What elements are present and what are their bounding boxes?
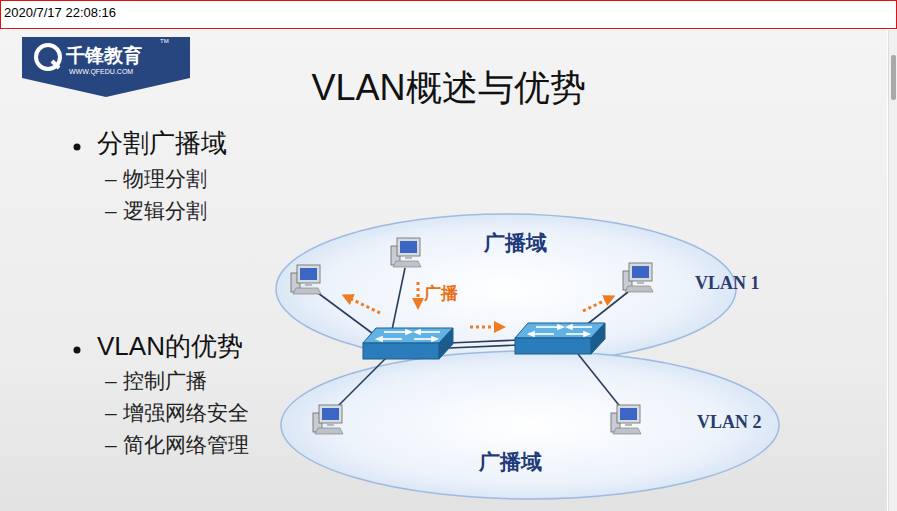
bullet-text: – 物理分割 (105, 167, 207, 191)
broadcast-domain: 广播域 VLAN 2 (280, 350, 780, 500)
header-text: 千锋教育 (66, 45, 142, 67)
bullet-text: – 控制广播 (105, 369, 207, 393)
logo-banner (22, 37, 190, 97)
switch-icon (515, 323, 605, 354)
domain-label: 广播域 (479, 450, 542, 474)
bullet-text: 分割广播域 (97, 129, 227, 159)
broadcast-domain: 广播域VLAN 1 (275, 213, 737, 365)
logo-icon-tail (52, 61, 59, 68)
logo-icon (36, 45, 60, 69)
bullet-text: VLAN的优势 (97, 332, 243, 362)
slide-title: VLAN概述与优势 (0, 67, 897, 108)
bullet-text: – 逻辑分割 (105, 199, 207, 223)
bullet-dot (74, 347, 81, 354)
bullet-text: – 简化网络管理 (105, 433, 249, 457)
switch-icon (363, 328, 453, 359)
header-text: 2020/7/17 22:08:16 (4, 6, 116, 21)
domain-outline (276, 214, 736, 364)
bullet-dot (74, 144, 81, 151)
scroll-thumb (891, 55, 896, 100)
domain-outline (281, 351, 779, 499)
broadcast-label: 广播 (424, 284, 458, 304)
vlan-label: VLAN 2 (697, 412, 762, 433)
scrollbar (888, 30, 897, 511)
timestamp-bar (0, 0, 897, 29)
domain-label: 广播域 (484, 231, 547, 255)
bullet-text: – 增强网络安全 (105, 401, 249, 425)
vlan-label: VLAN 1 (695, 273, 760, 294)
header-text: WWW.QFEDU.COM (69, 68, 133, 76)
header-text: TM (160, 38, 169, 45)
